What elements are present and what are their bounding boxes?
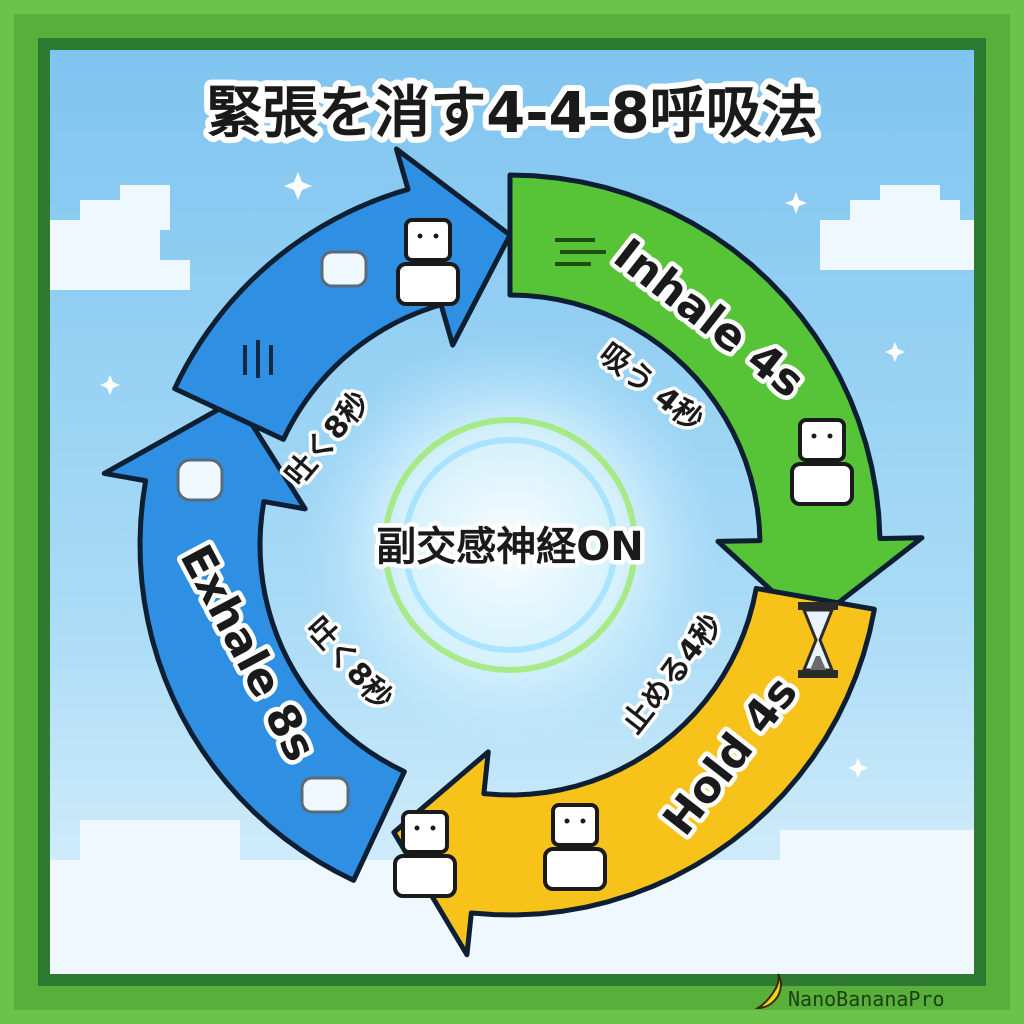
cloud-decoration-right xyxy=(820,185,974,270)
center-ring-inner xyxy=(402,437,618,653)
exhale-wind-icon xyxy=(243,340,273,378)
page-title: 緊張を消す4-4-8呼吸法 xyxy=(206,81,817,146)
banana-icon xyxy=(754,973,782,1010)
person-icon xyxy=(393,810,457,898)
center-glow xyxy=(300,335,720,755)
brand-watermark: NanoBananaPro xyxy=(754,973,945,1011)
person-icon xyxy=(396,218,460,306)
wind-icon xyxy=(555,238,606,266)
center-label: 副交感神経ON xyxy=(376,524,643,570)
center-ring-outer xyxy=(382,417,638,673)
exhale-arrow xyxy=(101,396,407,883)
cloud-icon xyxy=(176,250,368,814)
person-icon xyxy=(543,803,607,891)
inhale-arrow xyxy=(507,172,925,628)
hourglass-icon xyxy=(798,602,838,678)
brand-text: NanoBananaPro xyxy=(788,987,945,1011)
sparkle-icon xyxy=(100,172,905,778)
cloud-decoration-left xyxy=(50,185,190,290)
hold-arrow xyxy=(391,585,877,958)
person-icon xyxy=(790,418,854,506)
